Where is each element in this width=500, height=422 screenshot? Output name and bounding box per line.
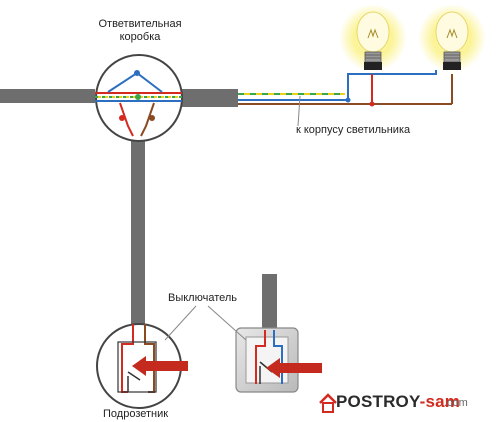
arrow-icon (132, 356, 188, 376)
logo-domain: .com (444, 397, 468, 409)
socket-box-label: Подрозетник (103, 408, 169, 420)
logo-brand: POSTROY-sam (336, 392, 460, 412)
switch-cable (131, 136, 145, 324)
switch-cable-right (262, 274, 277, 330)
light-bulb-icon (339, 4, 407, 72)
main-cable-left (0, 89, 95, 103)
switch-pointer-right (207, 305, 247, 341)
junction-box-label: Ответвительная коробка (94, 18, 186, 44)
arrow-icon (266, 358, 322, 378)
junction-box-wiring (95, 70, 182, 137)
logo-brand-suffix: -sam (419, 392, 461, 411)
lamp-body-label: к корпусу светильника (296, 124, 411, 136)
house-icon (319, 393, 337, 413)
logo-brand-main: POSTROY (336, 392, 420, 411)
switch-body (235, 327, 299, 393)
junction-box-label-line2: коробка (119, 31, 161, 43)
junction-box-label-line1: Ответвительная (98, 18, 182, 30)
light-bulb-icon (418, 4, 486, 72)
switch-pointer-left (164, 305, 197, 341)
lamp-wiring (238, 70, 453, 127)
lamp-cable (174, 89, 238, 107)
switch-label: Выключатель (168, 292, 238, 304)
